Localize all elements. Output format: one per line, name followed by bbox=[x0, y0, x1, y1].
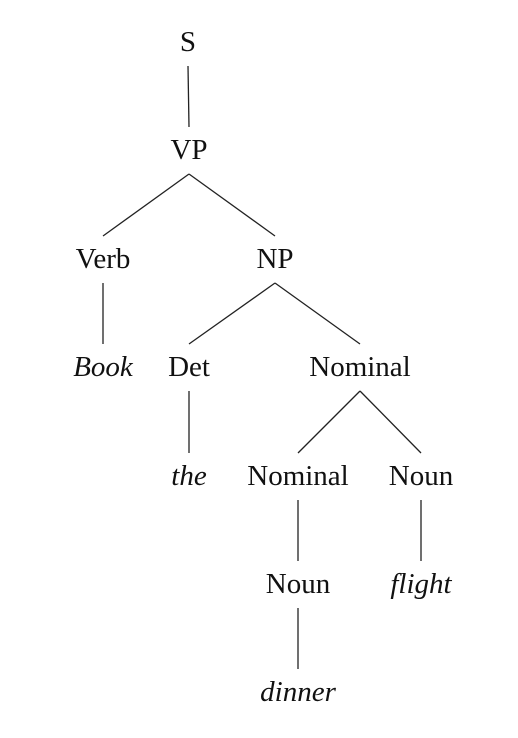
node-noun-flight: Noun bbox=[389, 460, 454, 492]
node-det: Det bbox=[168, 351, 210, 383]
node-np: NP bbox=[256, 243, 293, 275]
edge-nominal_top-to-noun_flight bbox=[359, 390, 422, 454]
tree-edges bbox=[102, 65, 422, 669]
node-nominal-top: Nominal bbox=[309, 351, 411, 383]
edge-np-to-det bbox=[188, 282, 276, 345]
edge-vp-to-verb bbox=[102, 173, 190, 237]
word-dinner: dinner bbox=[260, 676, 336, 708]
word-book: Book bbox=[73, 351, 134, 383]
edge-np-to-nominal_top bbox=[274, 282, 361, 345]
node-verb: Verb bbox=[76, 243, 131, 275]
node-nominal-inner: Nominal bbox=[247, 460, 349, 492]
word-flight: flight bbox=[390, 568, 452, 600]
edge-s-to-vp bbox=[187, 65, 190, 128]
node-s: S bbox=[180, 26, 196, 58]
node-vp: VP bbox=[170, 134, 207, 166]
edge-vp-to-np bbox=[188, 173, 276, 237]
node-noun-dinner: Noun bbox=[266, 568, 331, 600]
edge-nominal_top-to-nominal_inner bbox=[297, 390, 361, 454]
word-the: the bbox=[171, 460, 207, 492]
